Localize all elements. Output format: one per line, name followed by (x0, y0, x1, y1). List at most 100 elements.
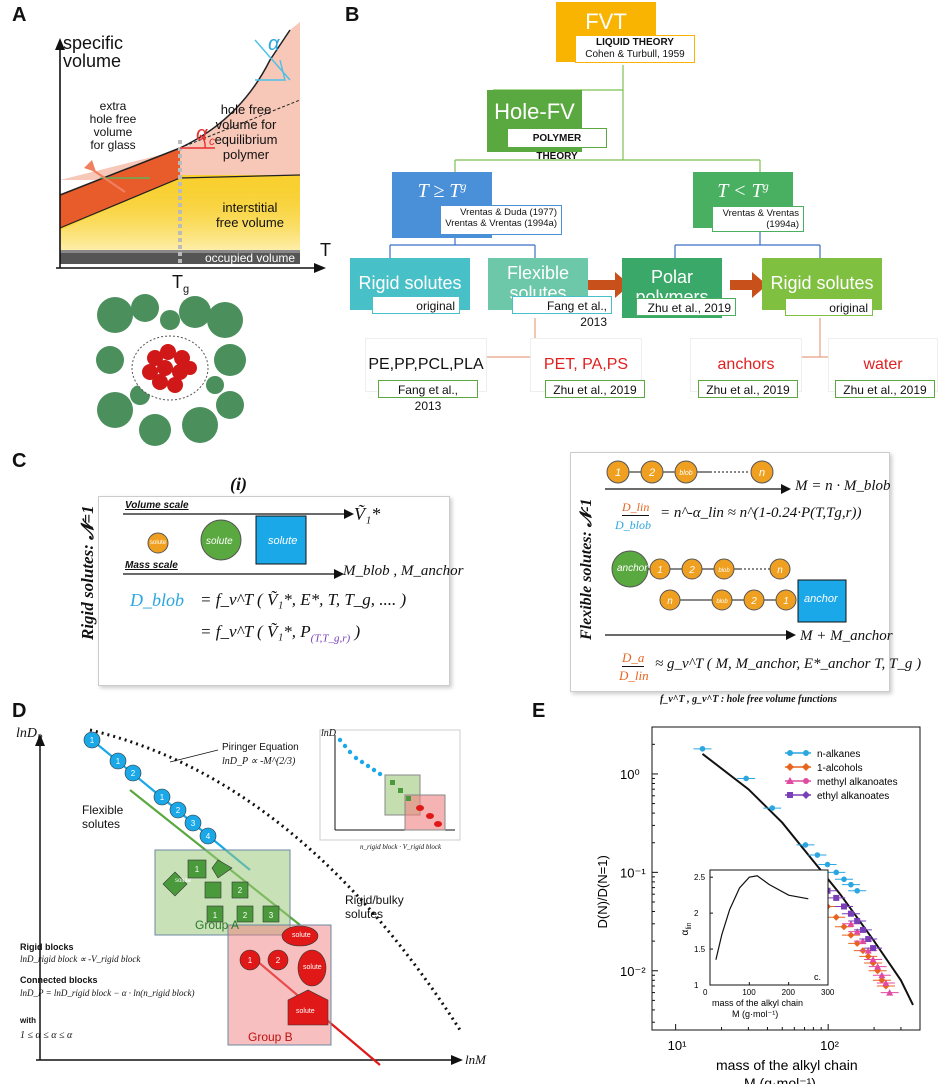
flexible-solutes-cite: Fang et al., 2013 (512, 296, 612, 329)
flexible-solutes-box: Flexible solutes (488, 258, 588, 310)
data-point (847, 910, 854, 917)
x-tick-label: 10¹ (668, 1038, 687, 1053)
svg-text:2: 2 (688, 565, 695, 576)
data-point (769, 805, 776, 811)
with-label: with (20, 1016, 36, 1025)
group-a-label: Group A (195, 918, 240, 932)
data-point (848, 881, 854, 888)
data-point (886, 989, 894, 996)
above-tg-cite: Vrentas & Duda (1977)Vrentas & Vrentas (… (440, 205, 562, 235)
inset-x-tick-label: 300 (821, 988, 835, 997)
inset-x-tick-label: 200 (782, 988, 796, 997)
legend-marker (786, 777, 794, 784)
piringer-label: Piringer Equation (222, 742, 299, 753)
legend-label: ethyl alkanoates (817, 791, 889, 802)
occupied-region (60, 250, 300, 264)
dblob-label: D_blob (130, 590, 184, 610)
legend-marker (803, 778, 809, 784)
svg-text:1: 1 (116, 757, 121, 766)
rigid-solutes-cite-2: original (785, 298, 873, 316)
inset-xlabel: n_rigid block · V_rigid block (360, 843, 442, 851)
data-point (870, 945, 877, 952)
data-point (847, 931, 855, 939)
data-point (864, 952, 872, 960)
x-tick-label: 10² (820, 1038, 839, 1053)
svg-text:2: 2 (243, 911, 248, 920)
y-axis-label: D(N)/D(N=1) (595, 855, 610, 928)
panel-b-label: B (345, 4, 360, 26)
rigid-eq-1: = f_v^T ( Ṽ₁*, E*, T, T_g, .... ) (200, 590, 407, 609)
data-point (847, 920, 855, 927)
solute-label-mid: solute (206, 536, 233, 547)
panel-d-label: D (12, 700, 27, 722)
inset-c-label: c. (814, 972, 821, 982)
footnote: f_v^T , g_v^T : hole free volume functio… (660, 694, 837, 705)
hole-free-region (60, 22, 300, 180)
inset-x-tick-label: 100 (742, 988, 756, 997)
data-point (874, 963, 882, 970)
svg-text:1: 1 (657, 565, 663, 576)
da-label: D_a (622, 650, 645, 667)
data-point (833, 894, 840, 901)
data-point (824, 861, 831, 868)
polar-polymers-cite: Zhu et al., 2019 (636, 298, 736, 316)
data-point (878, 976, 886, 984)
solute-label-box: solute (268, 535, 298, 547)
hole-fv-cite: POLYMER THEORY (507, 128, 607, 162)
inset-y-tick-label: 1.5 (694, 945, 706, 954)
panel-d-xlabel: lnM (465, 1052, 486, 1067)
y-tick-label: 10⁰ (620, 767, 640, 782)
legend-label: 1-alcohols (817, 763, 863, 774)
svg-text:1: 1 (195, 865, 200, 874)
svg-text:2: 2 (238, 886, 243, 895)
svg-text:n: n (759, 467, 765, 479)
y-tick-label: 10⁻¹ (620, 865, 646, 880)
rigid-solutes-title: Rigid solutes: 𝓝=1 (78, 505, 97, 640)
below-tg-cite: Vrentas & Vrentas(1994a) (712, 206, 804, 232)
data-point (833, 869, 840, 876)
svg-text:1: 1 (160, 793, 165, 802)
connected-blocks-eq: lnD_P = lnD_rigid block − α · ln(n_rigid… (20, 988, 195, 998)
legend-marker (802, 791, 810, 799)
v1-label: Ṽ₁* (354, 504, 381, 524)
data-point (840, 923, 848, 931)
panel-a-diagram: α α c (55, 22, 326, 273)
data-point (841, 876, 847, 883)
inset-x-tick-label: 0 (703, 988, 708, 997)
svg-text:3: 3 (269, 911, 274, 920)
rigid-solutes-scale (123, 509, 354, 579)
legend-marker (786, 763, 794, 771)
rigid-blocks-label: Rigid blocks (20, 942, 74, 952)
svg-text:1: 1 (90, 736, 95, 745)
svg-text:blob: blob (716, 599, 728, 605)
data-point (853, 928, 861, 935)
svg-text:blob: blob (679, 470, 692, 477)
inset-y-label: α (680, 930, 691, 936)
svg-text:3: 3 (191, 819, 196, 828)
data-point (864, 947, 872, 954)
x-axis-label-units: M (g·mol⁻¹) (744, 1075, 816, 1084)
inset-x-label: mass of the alkyl chain (712, 998, 803, 1008)
flex-eq-4: ≈ g_v^T ( M, M_anchor, E*_anchor T, T_g … (655, 656, 922, 672)
rigid-solutes-cite-1: original (372, 296, 460, 314)
inset-x-label-units: M (g·mol⁻¹) (732, 1009, 778, 1019)
data-point (869, 956, 877, 963)
legend-marker (787, 792, 793, 798)
svg-text:1: 1 (213, 911, 218, 920)
legend-marker (787, 750, 793, 756)
data-point (882, 979, 890, 987)
svg-text:1: 1 (615, 467, 621, 479)
legend-marker (803, 750, 809, 756)
data-point (859, 926, 866, 933)
rigid-blocks-eq: lnD_rigid block ∝ -V_rigid block (20, 954, 141, 964)
panel-a-label: A (12, 4, 27, 26)
volume-scale-label: Volume scale (125, 500, 189, 511)
data-point (699, 746, 706, 752)
inset-y-tick-label: 2 (694, 909, 699, 918)
anchor-label-2: anchor (804, 593, 838, 605)
svg-text:2: 2 (750, 596, 757, 607)
